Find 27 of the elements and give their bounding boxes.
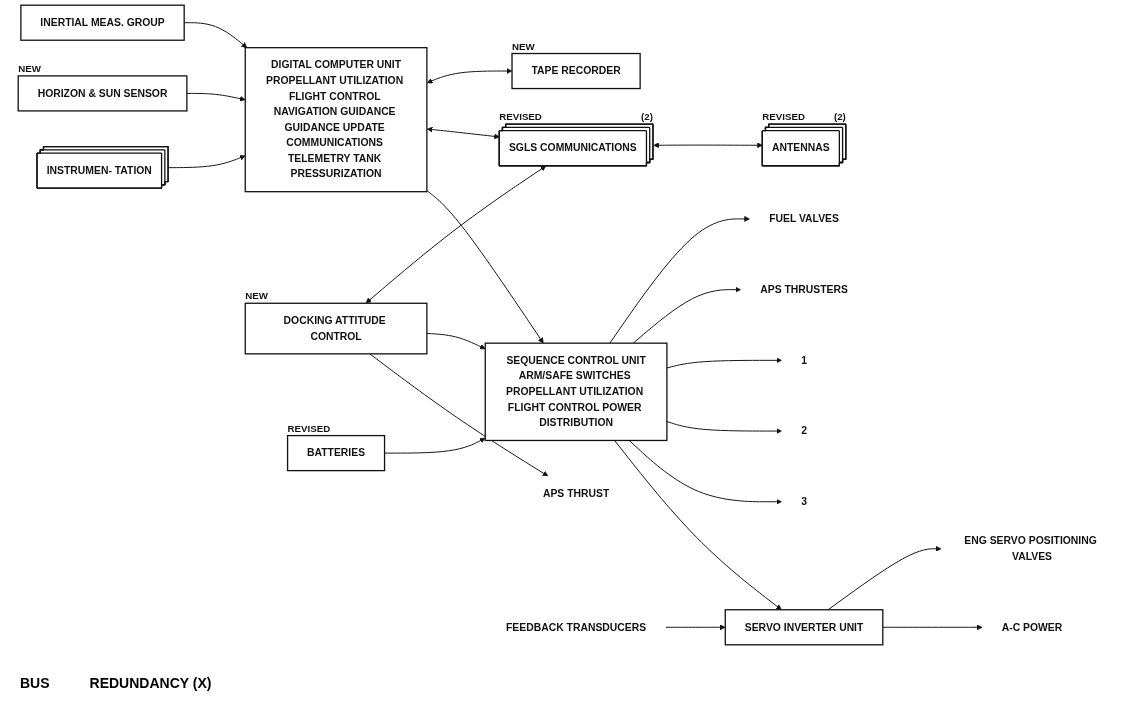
node-box: TAPE RECORDER [511, 52, 641, 90]
node-text: APS THRUST [542, 487, 610, 499]
note-label: REDUNDANCY (X) [89, 675, 212, 691]
node-text: ENG SERVO POSITIONING VALVES [964, 535, 1097, 562]
status-note: NEW [18, 63, 41, 74]
node-box: DOCKING ATTITUDE CONTROL [244, 302, 428, 355]
node-text: FUEL VALVES [769, 213, 839, 225]
status-note: NEW [512, 40, 535, 52]
status-note: NEW [245, 290, 268, 302]
node-text: APS THRUSTERS [760, 283, 848, 295]
node-text: FEEDBACK TRANSDUCERS [506, 621, 647, 633]
node-box: BATTERIES [286, 434, 386, 472]
note-label: BUS [20, 675, 50, 691]
status-note: REVISED [287, 422, 331, 434]
status-note: REVISED [762, 111, 805, 123]
node-box: INERTIAL MEAS. GROUP [20, 4, 185, 41]
node-text: 1 [801, 354, 807, 366]
status-note: (2) [641, 111, 653, 123]
status-note: REVISED [499, 111, 542, 123]
node-text: 2 [801, 425, 807, 437]
status-note: (2) [833, 111, 846, 123]
node-text: A-C POWER [1001, 621, 1063, 633]
node-box: HORIZON & SUN SENSOR [17, 75, 188, 112]
node-text: 3 [801, 495, 807, 507]
node-box: SERVO INVERTER UNIT [724, 609, 884, 646]
node-box: DIGITAL COMPUTER UNIT PROPELLANT UTILIZATION FLIGHT CONTROL NAVIGATION GUIDANCE GUIDANCE UPDATE COMMUNICATIONS TELEMETRY TANK PRESSURIZATION [244, 47, 428, 193]
node-box: SEQUENCE CONTROL UNIT ARM/SAFE SWITCHES PROPELLANT UTILIZATION FLIGHT CONTROL POWER DISTRIBUTION [484, 342, 668, 442]
